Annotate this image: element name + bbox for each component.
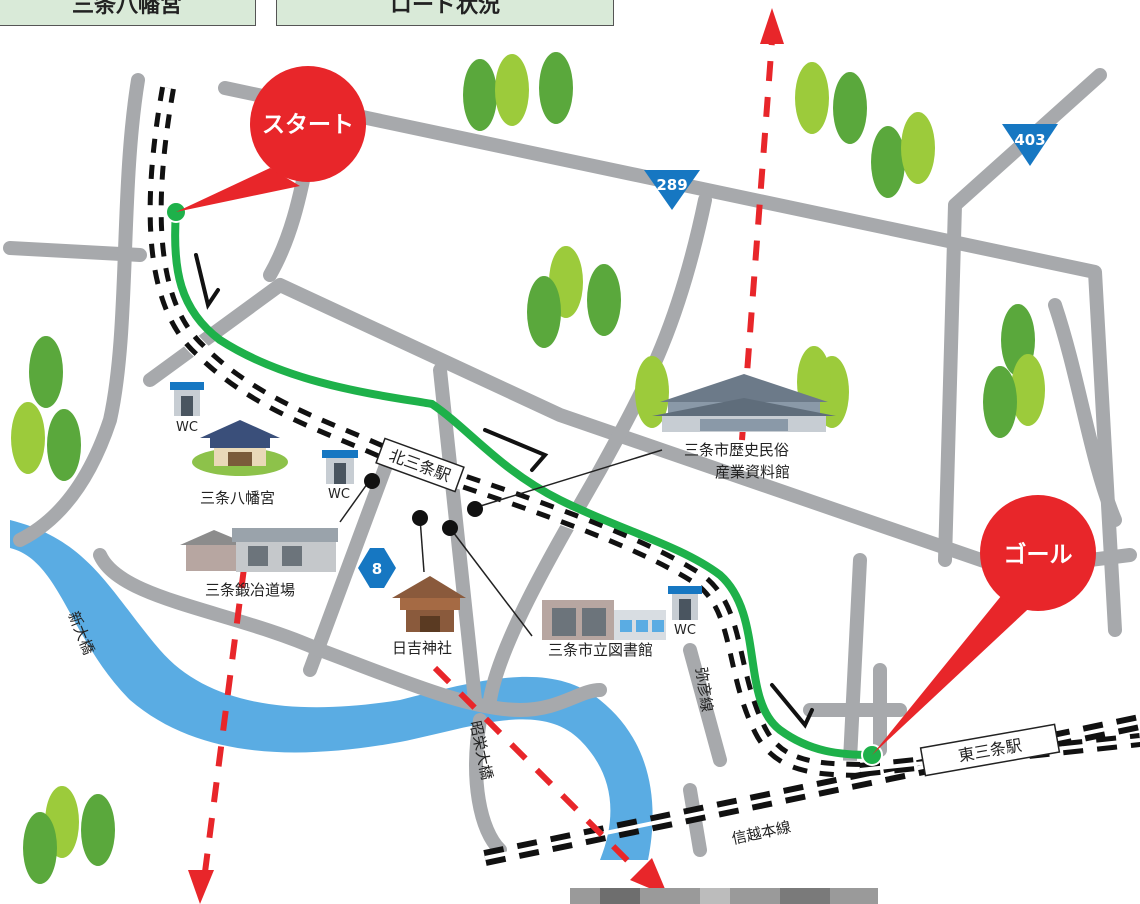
route-shield-8: 8: [358, 548, 396, 588]
arrow-head-north-icon: [760, 8, 784, 44]
leader-lines: [339, 449, 663, 637]
arrow-head-southeast-icon: [630, 858, 668, 896]
river-igarashi: [10, 520, 653, 860]
shrine-hie-jinja-icon: [392, 576, 466, 632]
railway-yahiko: [146, 86, 881, 779]
road-network: [3, 68, 1137, 857]
toilet-1-icon: [170, 382, 204, 416]
header-tab-hachimangu[interactable]: 三条八幡宮: [0, 0, 256, 26]
label-wc-3: WC: [674, 623, 696, 638]
toilet-3-icon: [668, 586, 702, 620]
trees: [9, 50, 1047, 886]
building-library-icon: [542, 600, 666, 640]
header-tab-hachimangu-label: 三条八幡宮: [71, 0, 182, 18]
route-shield-403-label: 403: [1014, 131, 1045, 149]
start-pin[interactable]: スタート: [176, 66, 366, 212]
label-museum-line1: 三条市歴史民俗: [684, 441, 789, 459]
toilet-2-icon: [322, 450, 358, 484]
goal-pin[interactable]: ゴール: [872, 495, 1096, 755]
header-tab-road-status-label: ロード状況: [389, 0, 500, 18]
route-shield-289: 289: [644, 170, 700, 210]
station-higashi-sanjo[interactable]: 東三条駅: [919, 723, 1061, 777]
green-route: [171, 208, 876, 759]
label-museum-line2: 産業資料館: [715, 463, 790, 481]
label-hachimangu: 三条八幡宮: [200, 489, 275, 507]
route-shield-8-label: 8: [372, 560, 382, 578]
label-railway-shinetsu: 信越本線: [730, 818, 792, 848]
label-wc-2: WC: [328, 487, 350, 502]
header-tab-road-status[interactable]: ロード状況: [276, 0, 614, 26]
shrine-hachimangu-icon: [192, 420, 288, 476]
photo-thumbnail: [570, 888, 878, 904]
direction-arrow-icon: [194, 253, 814, 729]
start-pin-label: スタート: [262, 112, 354, 138]
building-kaji-dojo-icon: [180, 528, 338, 572]
red-dashed-arrows: [201, 39, 775, 881]
label-railway-yahiko: 弥彦線: [692, 666, 716, 713]
label-wc-1: WC: [176, 420, 198, 435]
landmark-dots: [364, 473, 483, 536]
label-library: 三条市立図書館: [548, 641, 653, 659]
label-river: 五十嵐川: [250, 808, 310, 826]
route-shield-403: 403: [1002, 124, 1058, 166]
route-shield-289-label: 289: [656, 176, 687, 194]
goal-pin-label: ゴール: [1004, 541, 1073, 568]
arrow-head-south-icon: [188, 870, 214, 904]
label-kaji-dojo: 三条鍛冶道場: [205, 581, 295, 599]
museum-building-icon: [652, 374, 836, 432]
label-hie-jinja: 日吉神社: [392, 639, 452, 657]
